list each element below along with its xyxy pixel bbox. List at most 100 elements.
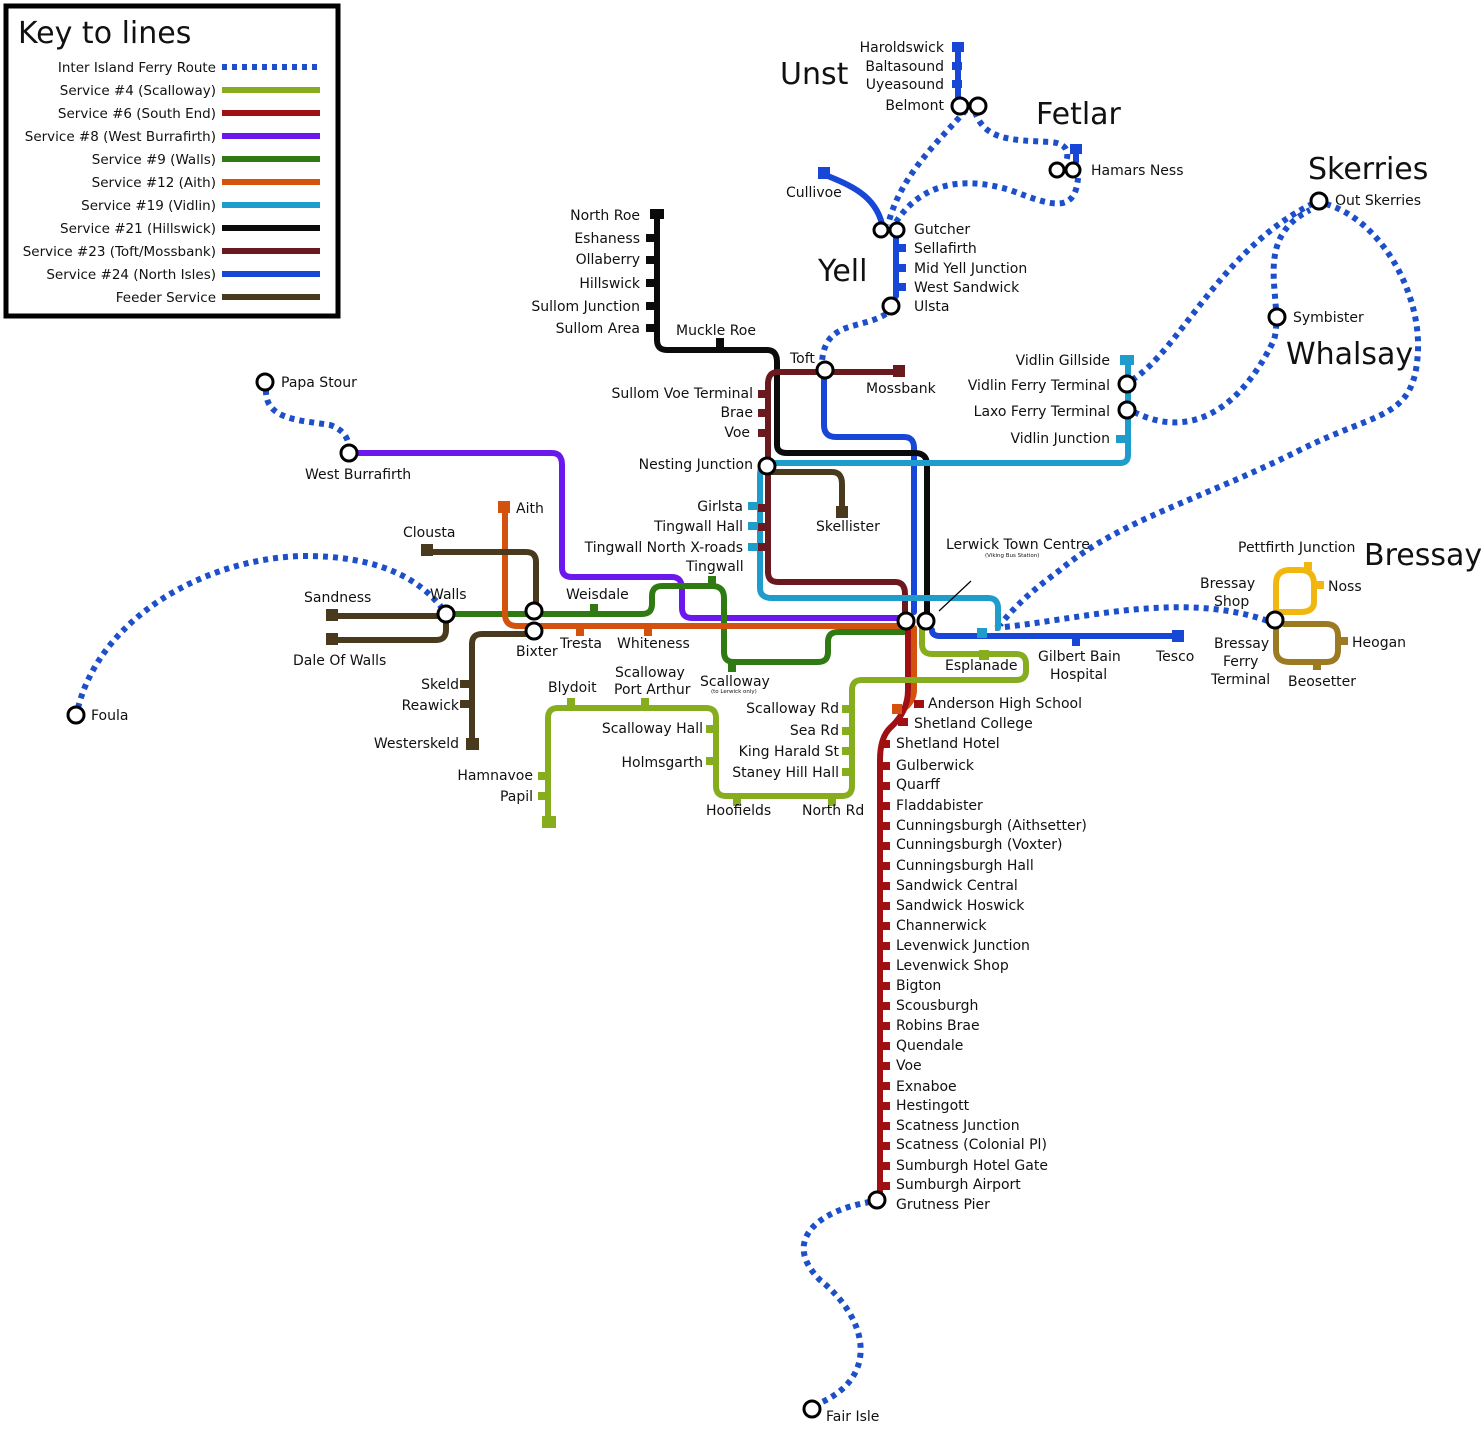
key-label: Service #9 (Walls) bbox=[92, 152, 216, 168]
key-label: Inter Island Ferry Route bbox=[58, 60, 216, 76]
line-feeder-skeld bbox=[469, 631, 529, 747]
station-quendale: Quendale bbox=[896, 1038, 963, 1054]
station-exnaboe: Exnaboe bbox=[896, 1079, 957, 1095]
ferry-route-foula bbox=[75, 552, 445, 709]
station-grutness: Grutness Pier bbox=[896, 1197, 990, 1213]
station-pettfirth: Pettfirth Junction bbox=[1238, 540, 1355, 556]
station-laxo-ferry: Laxo Ferry Terminal bbox=[974, 404, 1110, 420]
station-beosetter: Beosetter bbox=[1288, 674, 1356, 690]
interchange-gutcher-b bbox=[888, 221, 906, 239]
station-sumburgh-hotel: Sumburgh Hotel Gate bbox=[896, 1158, 1048, 1174]
ferry-route-symbister-lerwick bbox=[997, 201, 1422, 627]
station-vidlin-ferry: Vidlin Ferry Terminal bbox=[968, 378, 1110, 394]
station-tick bbox=[644, 626, 652, 636]
station-foula: Foula bbox=[91, 708, 128, 724]
station-sullom-junction: Sullom Junction bbox=[531, 299, 640, 315]
station-heogan: Heogan bbox=[1352, 635, 1406, 651]
station-toft: Toft bbox=[789, 351, 815, 367]
station-robins-brae: Robins Brae bbox=[896, 1018, 980, 1034]
station-aith: Aith bbox=[516, 501, 544, 517]
station-holmsgarth: Holmsgarth bbox=[622, 755, 704, 771]
station-tick bbox=[758, 504, 768, 512]
key-label: Service #19 (Vidlin) bbox=[81, 198, 216, 214]
interchange-walls bbox=[436, 604, 456, 624]
key-label: Service #23 (Toft/Mossbank) bbox=[23, 244, 216, 260]
station-hamars-ness: Hamars Ness bbox=[1091, 163, 1184, 179]
station-gulberwick: Gulberwick bbox=[896, 758, 975, 774]
station-out-skerries: Out Skerries bbox=[1335, 193, 1421, 209]
station-tick bbox=[880, 842, 890, 850]
station-tick bbox=[896, 244, 906, 252]
station-gilbert-bain: Gilbert Bain bbox=[1038, 649, 1121, 665]
station-tick bbox=[1172, 630, 1184, 642]
station-sullom-voe-terminal: Sullom Voe Terminal bbox=[612, 386, 753, 402]
island-skerries: Skerries bbox=[1308, 152, 1428, 187]
ferry-route-laxo-symbister bbox=[1132, 207, 1312, 426]
station-mossbank: Mossbank bbox=[866, 381, 937, 397]
line-service-21 bbox=[654, 212, 930, 617]
station-tick bbox=[748, 543, 758, 551]
station-quarff: Quarff bbox=[896, 777, 940, 793]
line-service-4-east bbox=[545, 623, 1029, 825]
line-service-8 bbox=[347, 450, 905, 621]
station-lerwick: Lerwick Town Centre bbox=[946, 537, 1090, 553]
terminal-symbister bbox=[1267, 307, 1287, 327]
station-tick bbox=[466, 738, 479, 750]
station-papil: Papil bbox=[500, 789, 533, 805]
station-muckle-roe: Muckle Roe bbox=[676, 323, 756, 339]
station-tick bbox=[567, 698, 575, 708]
station-gutcher: Gutcher bbox=[914, 222, 970, 238]
station-scalloway: Scalloway bbox=[700, 674, 770, 690]
ferry-route-bressay bbox=[994, 604, 1269, 631]
station-tick bbox=[650, 209, 664, 219]
station-tick bbox=[880, 762, 890, 770]
terminal-papa-stour bbox=[255, 372, 275, 392]
station-tick bbox=[880, 882, 890, 890]
station-tick bbox=[880, 982, 890, 990]
key-title: Key to lines bbox=[18, 16, 191, 51]
station-tick bbox=[880, 1182, 890, 1190]
station-shetland-college: Shetland College bbox=[914, 716, 1033, 732]
terminal-ulsta bbox=[881, 296, 901, 316]
station-tick bbox=[914, 700, 924, 708]
station-tick bbox=[758, 543, 768, 551]
station-tick bbox=[880, 1002, 890, 1010]
station-tick bbox=[977, 628, 987, 638]
station-tingwall-north: Tingwall North X-roads bbox=[584, 540, 743, 556]
line-feeder-dale bbox=[329, 617, 449, 643]
station-hamnavoe: Hamnavoe bbox=[457, 768, 533, 784]
station-voe-south: Voe bbox=[896, 1058, 922, 1074]
station-tick bbox=[538, 772, 548, 780]
station-scatness-colonial: Scatness (Colonial Pl) bbox=[896, 1137, 1047, 1153]
station-scalloway-hall: Scalloway Hall bbox=[602, 721, 703, 737]
terminal-laxo-ferry bbox=[1117, 400, 1137, 420]
station-scalloway-port-b: Port Arthur bbox=[614, 682, 691, 698]
station-clousta: Clousta bbox=[403, 525, 455, 541]
station-westerskeld: Westerskeld bbox=[374, 736, 459, 752]
key-label: Service #4 (Scalloway) bbox=[60, 83, 216, 99]
station-tick bbox=[842, 768, 852, 776]
station-anderson: Anderson High School bbox=[928, 696, 1082, 712]
station-skeld: Skeld bbox=[421, 677, 459, 693]
station-whiteness: Whiteness bbox=[617, 636, 690, 652]
interchange-hamars-a bbox=[1048, 161, 1066, 179]
ferry-route-gutcher-fetlar bbox=[893, 177, 1081, 224]
station-tick bbox=[758, 409, 768, 417]
station-west-sandwick: West Sandwick bbox=[914, 280, 1020, 296]
interchange-bixter-a bbox=[524, 601, 544, 621]
interchange-lerwick-a bbox=[896, 611, 916, 631]
station-tick bbox=[880, 740, 890, 748]
terminal-out-skerries bbox=[1309, 191, 1329, 211]
station-tick bbox=[728, 662, 736, 672]
station-tresta: Tresta bbox=[559, 636, 602, 652]
station-tick bbox=[646, 324, 656, 332]
station-cunn-hall: Cunningsburgh Hall bbox=[896, 858, 1034, 874]
terminal-fair-isle bbox=[802, 1399, 822, 1419]
station-uyeasound: Uyeasound bbox=[866, 77, 944, 93]
station-tick bbox=[842, 747, 852, 755]
station-tick bbox=[880, 782, 890, 790]
station-tick bbox=[748, 522, 758, 530]
station-tick bbox=[880, 922, 890, 930]
station-tick bbox=[880, 1042, 890, 1050]
